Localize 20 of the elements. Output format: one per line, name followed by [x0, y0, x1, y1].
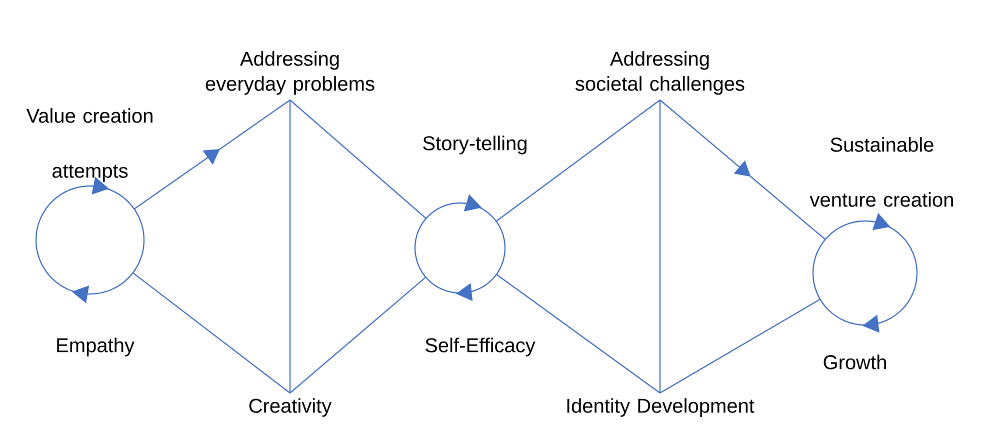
cycle-label: Empathy: [57, 338, 134, 356]
cycle-label: Value creation attempts: [26, 108, 152, 182]
stage-label: Identity Development: [567, 398, 754, 417]
cycle-label: Self-Efficacy: [426, 338, 536, 356]
connector-line: [289, 100, 291, 393]
cycle-label: Sustainable venture creation: [810, 137, 953, 207]
connector-line: [496, 274, 660, 394]
connector-line: [290, 100, 426, 219]
cycle-label: Story-telling: [423, 136, 526, 154]
stage-label: Addressing everyday problems: [206, 51, 374, 95]
arrow: [134, 100, 290, 210]
connector-line: [659, 100, 661, 393]
cycle-label: Growth: [824, 354, 886, 370]
stage-label: Creativity: [249, 398, 332, 417]
stage-label: Addressing societal challenges: [576, 51, 744, 95]
connector-line: [132, 272, 290, 394]
connector-line: [660, 298, 820, 394]
arrow: [660, 100, 826, 240]
connector-line: [290, 276, 426, 394]
connector-line: [496, 100, 660, 222]
